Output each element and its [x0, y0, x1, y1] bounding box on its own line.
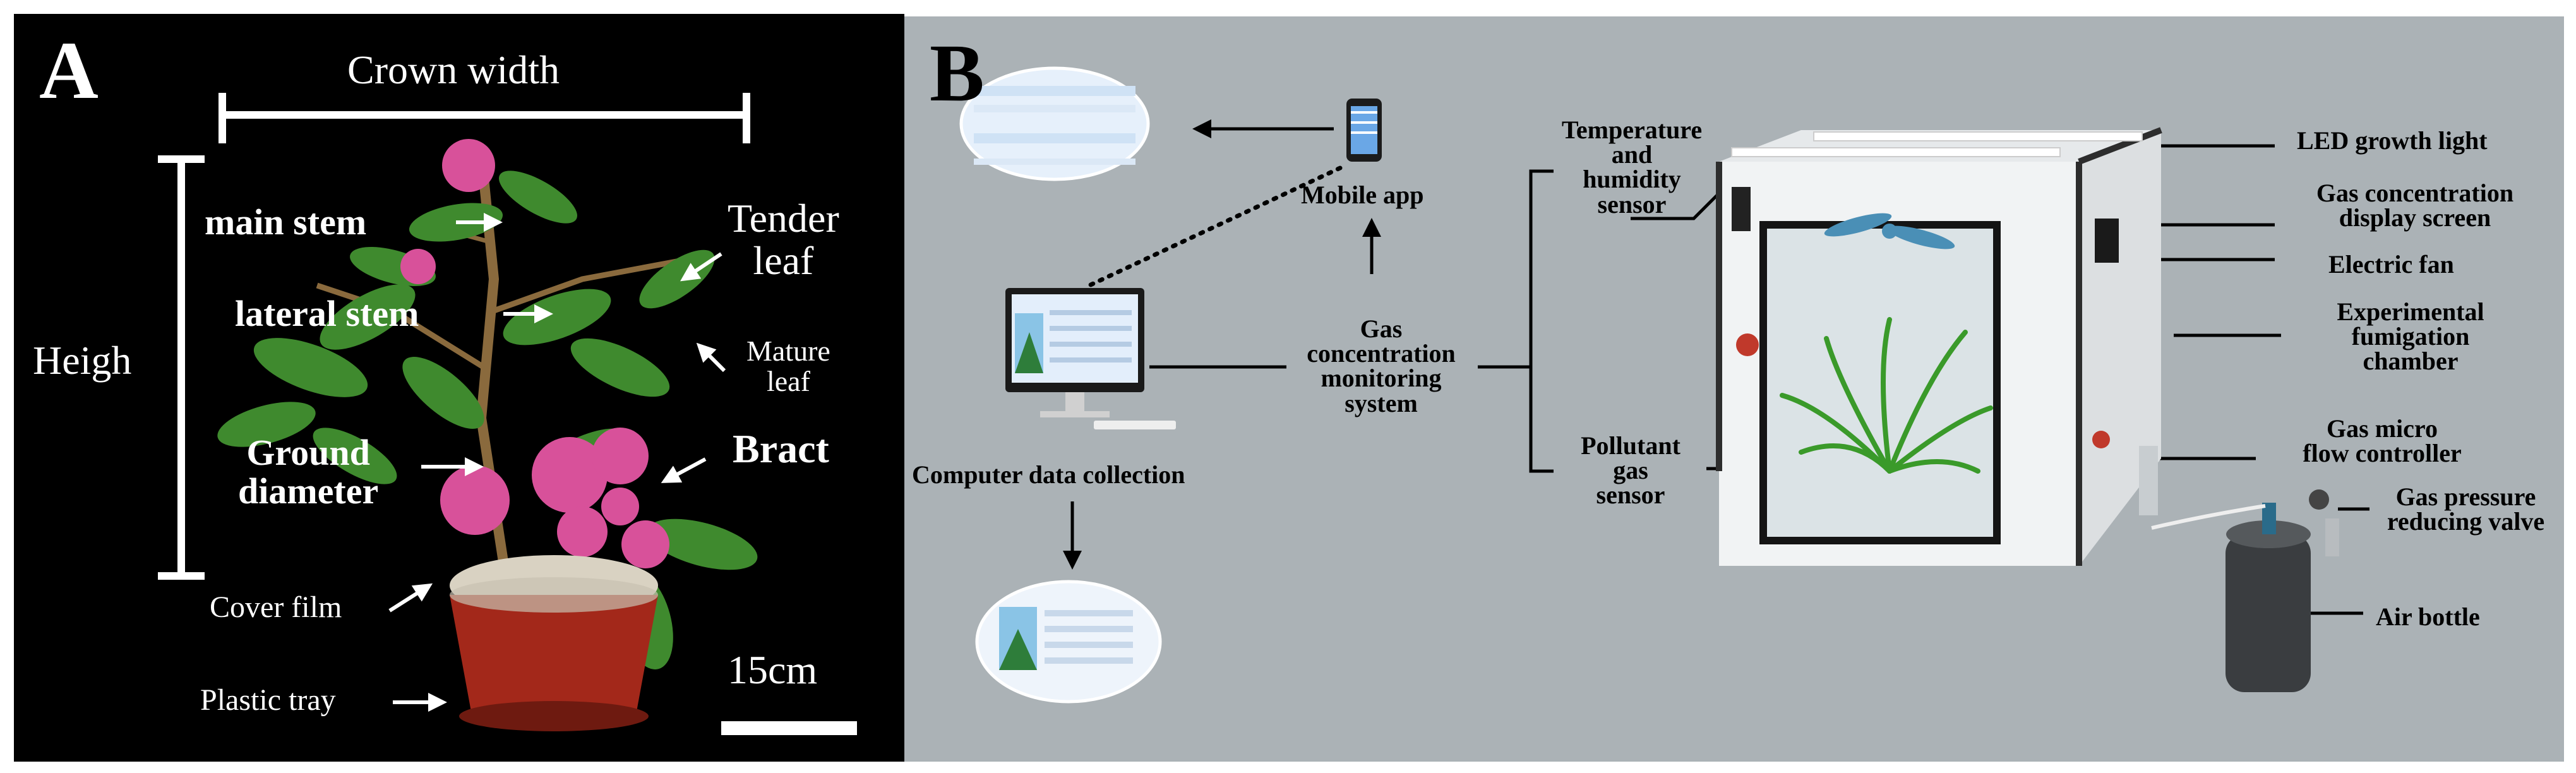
label-height: Heigh — [33, 338, 132, 383]
plant-illustration — [217, 139, 758, 731]
label-gas-monitoring-system: Gas concentration monitoring system — [1307, 315, 1456, 417]
label-main-stem: main stem — [205, 201, 367, 243]
label-mature-leaf: Mature leaf — [746, 335, 830, 398]
sensor-bracket — [1529, 169, 1554, 473]
label-cover-film: Cover film — [210, 590, 342, 624]
panel-a-plant-photo: A Crown width Heigh main stem lateral st… — [14, 14, 904, 762]
fumigation-chamber-illustration — [1716, 127, 2162, 566]
label-pollutant-gas-sensor: Pollutant gas sensor — [1581, 431, 1680, 510]
scale-bar — [721, 721, 857, 735]
air-bottle-illustration — [2151, 489, 2339, 692]
label-bract: Bract — [733, 426, 829, 471]
computer-monitor-icon — [1005, 288, 1176, 429]
label-ground-diameter: Ground diameter — [238, 432, 379, 512]
label-crown-width: Crown width — [347, 47, 560, 92]
data-collection-bubble — [975, 580, 1162, 704]
panel-a-letter: A — [39, 25, 99, 116]
label-gas-pressure-reducing-valve: Gas pressure reducing valve — [2387, 482, 2545, 536]
label-mobile-app: Mobile app — [1301, 181, 1424, 209]
label-temperature-humidity-sensor: Temperature and humidity sensor — [1561, 116, 1703, 219]
annotation-arrows — [388, 213, 726, 712]
panel-b-system-diagram: B Mobile app Computer data collection Ga… — [904, 16, 2564, 762]
label-air-bottle: Air bottle — [2376, 602, 2480, 631]
app-screen-bubble — [959, 66, 1150, 181]
label-gas-display-screen: Gas concentration display screen — [2316, 179, 2514, 232]
crown-width-bar — [219, 93, 750, 143]
label-tender-leaf: Tender leaf — [728, 196, 839, 284]
panel-b-letter: B — [930, 28, 985, 119]
label-scale: 15cm — [728, 647, 818, 692]
leader-temp-sensor — [1631, 192, 1720, 220]
mobile-phone-icon — [1346, 99, 1382, 162]
panel-a-drawing — [158, 93, 857, 735]
label-led-growth-light: LED growth light — [2297, 126, 2488, 155]
panel-b-drawing — [959, 66, 2369, 704]
label-electric-fan: Electric fan — [2328, 250, 2454, 279]
label-experimental-fumigation-chamber: Experimental fumigation chamber — [2337, 297, 2484, 376]
height-bar — [158, 155, 205, 580]
label-gas-micro-flow-controller: Gas micro flow controller — [2303, 414, 2462, 468]
label-lateral-stem: lateral stem — [235, 293, 419, 334]
label-computer-data-collection: Computer data collection — [912, 460, 1185, 489]
label-plastic-tray: Plastic tray — [200, 683, 336, 717]
